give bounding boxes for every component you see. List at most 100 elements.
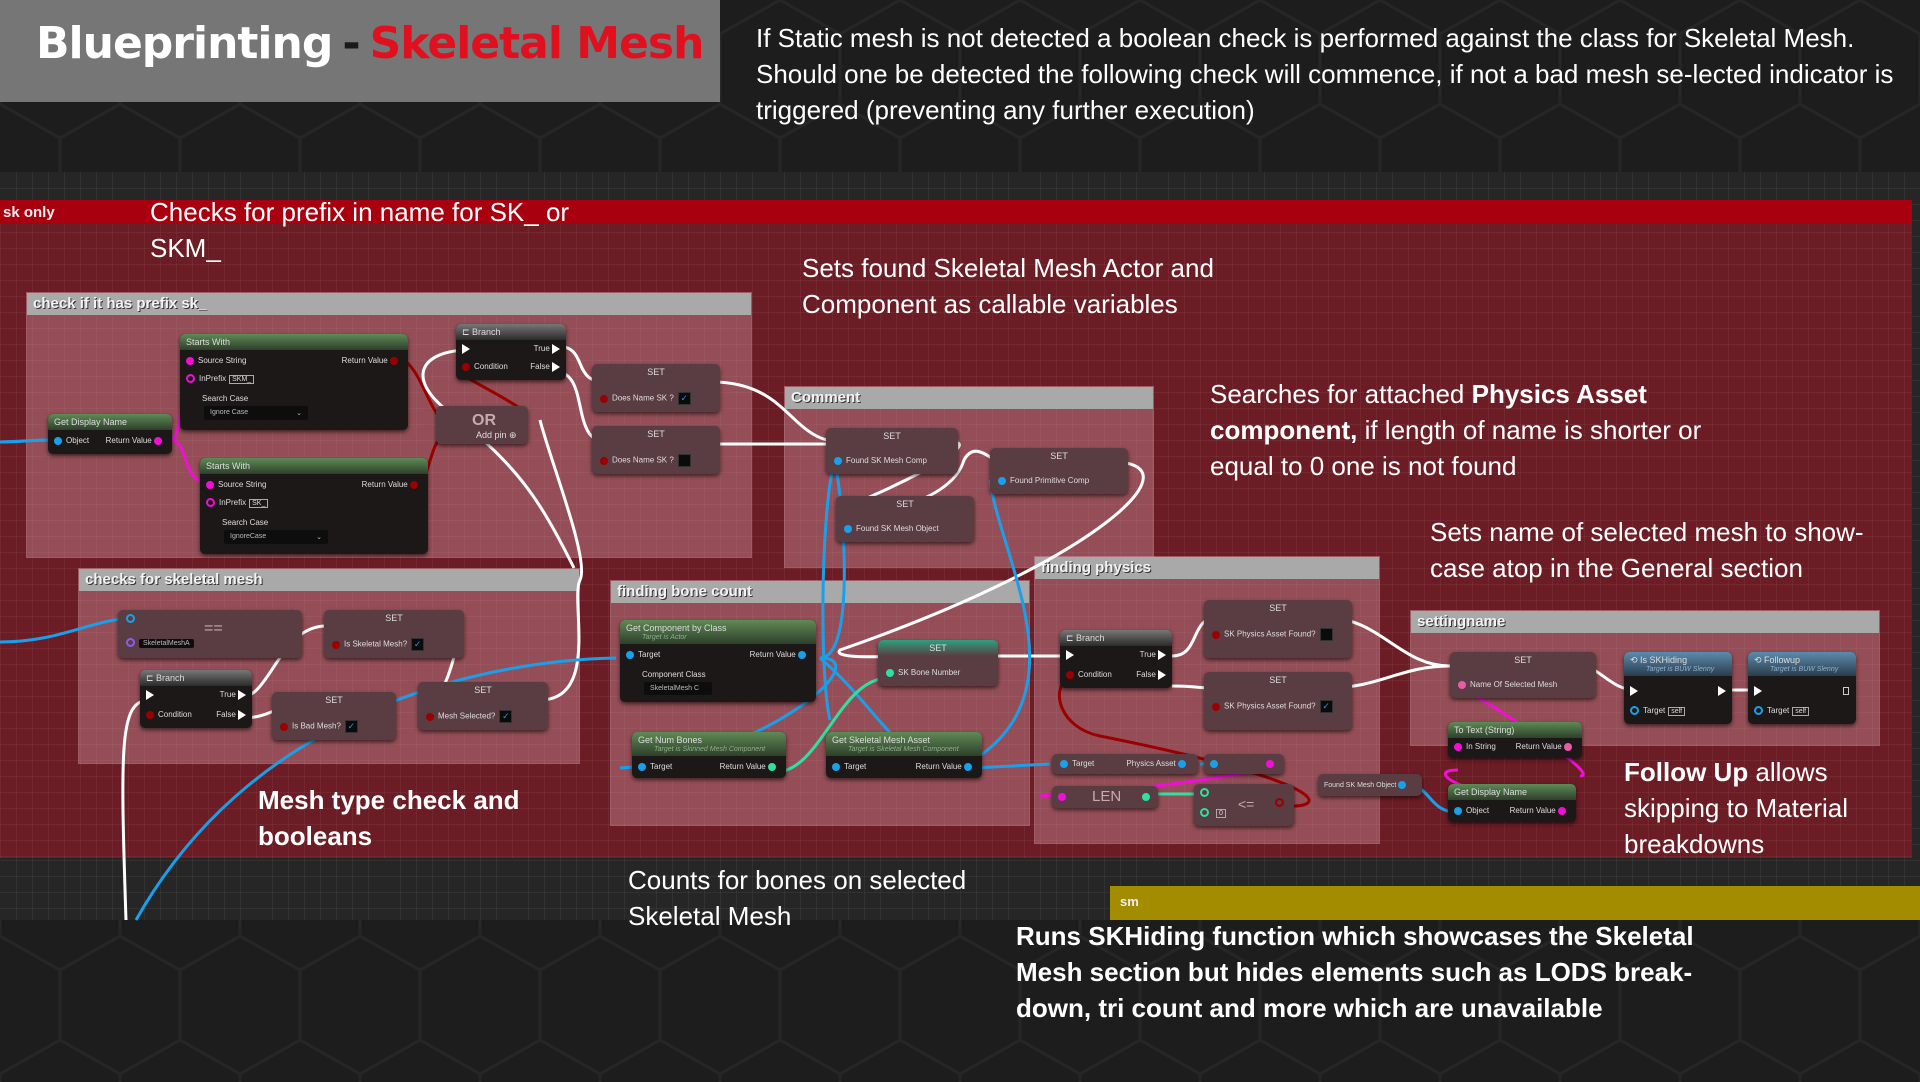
node-set-name-sk-true[interactable]: SET Does Name SK ?✓ xyxy=(592,364,720,412)
node-starts-with-skm[interactable]: Starts With Source String Return Value I… xyxy=(180,334,408,430)
node-or[interactable]: OR Add pin ⊕ xyxy=(436,406,528,444)
node-equals[interactable]: == SkeletalMeshA xyxy=(118,610,302,658)
target-input[interactable]: self xyxy=(1668,707,1686,716)
pin-condition[interactable]: Condition xyxy=(146,710,192,719)
node-get-physics-asset[interactable]: Target Physics Asset xyxy=(1052,754,1198,774)
pin-return[interactable]: Return Value xyxy=(720,762,780,771)
pin-source-string[interactable]: Source String xyxy=(206,480,266,489)
pin-return[interactable]: Return Value xyxy=(1510,806,1570,815)
pin-exec-in[interactable] xyxy=(146,690,154,700)
pin-target[interactable]: Target xyxy=(1060,759,1094,768)
pin-variable[interactable]: Found SK Mesh Object xyxy=(844,524,939,533)
value-input[interactable]: 0 xyxy=(1216,809,1226,818)
node-branch[interactable]: ⊏ Branch True Condition False xyxy=(140,670,252,728)
pin-condition[interactable]: Condition xyxy=(1066,670,1112,679)
pin-variable[interactable]: Is Skeletal Mesh?✓ xyxy=(332,638,425,651)
pin-true[interactable]: True xyxy=(1140,650,1166,660)
node-set-physics-found-true[interactable]: SET SK Physics Asset Found?✓ xyxy=(1204,672,1352,730)
node-set-is-skeletal[interactable]: SET Is Skeletal Mesh?✓ xyxy=(324,610,464,658)
pin-exec-in[interactable] xyxy=(462,344,470,354)
pin-variable[interactable]: Is Bad Mesh?✓ xyxy=(280,720,358,733)
node-set-mesh-selected[interactable]: SET Mesh Selected?✓ xyxy=(418,682,548,730)
checkbox-unchecked[interactable] xyxy=(677,454,691,467)
pin-out[interactable] xyxy=(1142,792,1154,801)
checkbox-checked[interactable]: ✓ xyxy=(499,710,513,723)
pin-exec-out[interactable] xyxy=(1718,686,1726,696)
pin-variable[interactable]: Does Name SK ? xyxy=(600,454,691,467)
node-less-equal[interactable]: <= 0 xyxy=(1194,784,1294,826)
pin-false[interactable]: False xyxy=(1136,670,1166,680)
node-set-bone-number[interactable]: SET SK Bone Number xyxy=(878,640,998,686)
checkbox-checked[interactable]: ✓ xyxy=(1319,700,1333,713)
checkbox-checked[interactable]: ✓ xyxy=(344,720,358,733)
pin-true[interactable]: True xyxy=(220,690,246,700)
search-case-dropdown[interactable]: Ignore Case⌄ xyxy=(204,406,308,420)
pin-return[interactable]: Return Value xyxy=(106,436,166,445)
pin-a[interactable] xyxy=(126,614,139,624)
add-pin-button[interactable]: Add pin ⊕ xyxy=(476,430,517,441)
pin-b[interactable]: SkeletalMeshA xyxy=(126,638,194,648)
pin-return[interactable]: Return Value xyxy=(362,480,422,489)
pin-variable[interactable]: SK Physics Asset Found? xyxy=(1212,628,1333,641)
pin-in-string[interactable]: In String xyxy=(1454,742,1496,751)
pin-return[interactable]: Return Value xyxy=(916,762,976,771)
pin-in[interactable] xyxy=(1058,792,1070,801)
node-set-name-sk-false[interactable]: SET Does Name SK ? xyxy=(592,426,720,474)
pin-target[interactable]: Target xyxy=(626,650,660,659)
pin-in[interactable] xyxy=(1210,759,1222,768)
target-input[interactable]: self xyxy=(1792,707,1810,716)
search-case-dropdown[interactable]: IgnoreCase⌄ xyxy=(224,530,328,544)
pin-true[interactable]: True xyxy=(534,344,560,354)
pin-return[interactable]: Physics Asset xyxy=(1126,759,1190,768)
pin-variable[interactable]: Name Of Selected Mesh xyxy=(1458,680,1557,689)
pin-object[interactable]: Object xyxy=(54,436,89,445)
pin-object[interactable]: Object xyxy=(1454,806,1489,815)
pin-variable[interactable]: Does Name SK ?✓ xyxy=(600,392,691,405)
pin-source-string[interactable]: Source String xyxy=(186,356,246,365)
checkbox-checked[interactable]: ✓ xyxy=(677,392,691,405)
node-get-display-name[interactable]: Get Display Name Object Return Value xyxy=(1448,784,1576,822)
node-to-text[interactable]: To Text (String) In String Return Value xyxy=(1448,722,1582,758)
pin-false[interactable]: False xyxy=(216,710,246,720)
pin-return[interactable]: Return Value xyxy=(750,650,810,659)
node-set-name-selected[interactable]: SET Name Of Selected Mesh xyxy=(1450,652,1596,698)
node-set-found-obj[interactable]: SET Found SK Mesh Object xyxy=(836,496,974,542)
prefix-input[interactable]: SK_ xyxy=(249,499,269,508)
pin-return[interactable]: Return Value xyxy=(1516,742,1576,751)
checkbox-checked[interactable]: ✓ xyxy=(411,638,425,651)
pin-variable[interactable]: SK Bone Number xyxy=(886,668,960,677)
pin-out[interactable] xyxy=(1275,798,1288,808)
prefix-input[interactable]: SKM_ xyxy=(229,375,255,384)
pin-return[interactable]: Return Value xyxy=(342,356,402,365)
node-set-bad-mesh[interactable]: SET Is Bad Mesh?✓ xyxy=(272,692,396,740)
node-convert-to-string[interactable] xyxy=(1204,754,1284,774)
class-dropdown[interactable]: SkeletalMesh C xyxy=(644,682,712,695)
pin-out[interactable] xyxy=(1266,759,1278,768)
node-get-found-obj[interactable]: Found SK Mesh Object xyxy=(1318,774,1422,796)
pin-exec-out[interactable] xyxy=(1842,686,1850,696)
pin-a[interactable] xyxy=(1200,788,1213,798)
pin-exec-in[interactable] xyxy=(1754,686,1762,696)
pin-b[interactable]: 0 xyxy=(1200,808,1226,818)
pin-target[interactable]: Target xyxy=(638,762,672,771)
pin-variable[interactable]: Found SK Mesh Object xyxy=(1324,781,1410,789)
comment-bone-count[interactable]: finding bone count xyxy=(610,580,1030,826)
checkbox-unchecked[interactable] xyxy=(1319,628,1333,641)
pin-condition[interactable]: Condition xyxy=(462,362,508,371)
pin-target[interactable]: Target xyxy=(832,762,866,771)
node-set-found-prim[interactable]: SET Found Primitive Comp xyxy=(990,448,1128,494)
node-len[interactable]: LEN xyxy=(1052,786,1158,808)
pin-variable[interactable]: Mesh Selected?✓ xyxy=(426,710,513,723)
pin-variable[interactable]: SK Physics Asset Found?✓ xyxy=(1212,700,1333,713)
pin-exec-in[interactable] xyxy=(1630,686,1638,696)
node-set-found-comp[interactable]: SET Found SK Mesh Comp xyxy=(826,428,958,474)
